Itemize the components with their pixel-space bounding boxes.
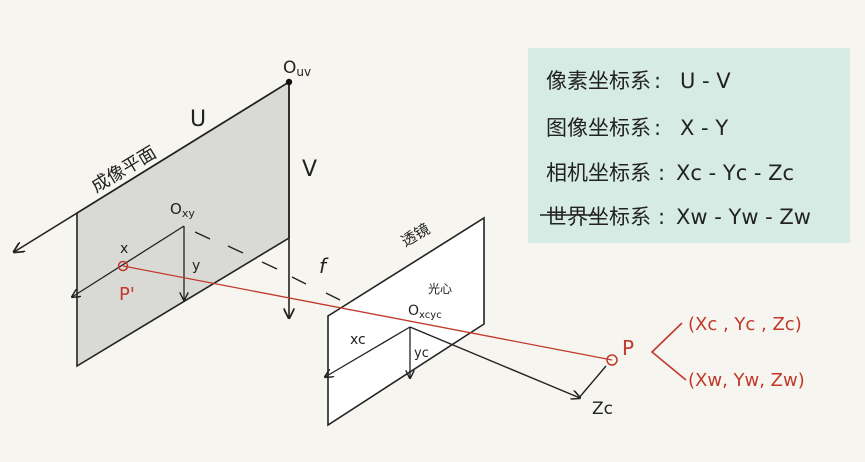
zc-axis-label: Zc <box>592 399 613 419</box>
x-axis-label: x <box>120 241 128 257</box>
legend-box <box>528 48 850 243</box>
camera-coords-label: (Xc , Yc , Zc) <box>688 314 802 335</box>
legend-row-camera: 相机坐标系 : Xc - Yc - Zc <box>546 161 794 185</box>
optical-center-label: 光心 <box>428 282 452 296</box>
image-plane <box>76 80 290 368</box>
legend-row-world: 世界坐标系 : Xw - Yw - Zw <box>546 205 811 229</box>
legend-separator: : <box>658 161 665 185</box>
p-label: P <box>622 336 634 360</box>
o-c-label: Oxcyc <box>408 303 442 321</box>
u-axis <box>14 81 290 252</box>
lens-label: 透镜 <box>398 220 433 251</box>
legend-name: 图像坐标系 <box>546 116 651 140</box>
legend-separator: : <box>658 205 665 229</box>
legend-value: X - Y <box>680 116 728 140</box>
legend-name: 相机坐标系 <box>546 161 651 185</box>
v-axis-label: V <box>302 157 317 182</box>
xc-axis <box>325 326 411 377</box>
coordinate-brace <box>650 322 687 381</box>
legend-row-image: 图像坐标系 : X - Y <box>546 116 728 140</box>
xc-axis-label: xc <box>350 332 366 348</box>
zc-axis <box>409 326 580 398</box>
legend-row-pixel: 像素坐标系 : U - V <box>546 69 731 93</box>
legend-value: Xw - Yw - Zw <box>676 205 811 229</box>
o-uv-label: Ouv <box>283 58 311 79</box>
o-uv-point <box>285 78 293 86</box>
world-coords-label: (Xw, Yw, Zw) <box>688 370 805 391</box>
focal-length-label: f <box>319 254 329 278</box>
o-xy-label: Oxy <box>170 200 195 220</box>
p-prime-point <box>117 260 129 272</box>
yc-axis-label: yc <box>414 346 429 361</box>
lens-plane <box>327 216 485 427</box>
y-axis-label: y <box>192 258 200 274</box>
optical-axis <box>194 231 376 314</box>
legend-separator: : <box>654 69 661 93</box>
p-to-zc-stroke <box>577 365 607 400</box>
legend-value: Xc - Yc - Zc <box>676 161 794 185</box>
legend-separator: : <box>654 116 661 140</box>
legend-value: U - V <box>680 69 731 93</box>
x-axis <box>72 225 185 297</box>
p-point <box>606 354 618 366</box>
u-axis-label: U <box>190 107 206 132</box>
p-prime-label: P' <box>119 284 135 305</box>
projection-ray <box>122 265 613 361</box>
legend-name: 世界坐标系 <box>546 205 651 229</box>
legend-name: 像素坐标系 <box>546 69 651 93</box>
